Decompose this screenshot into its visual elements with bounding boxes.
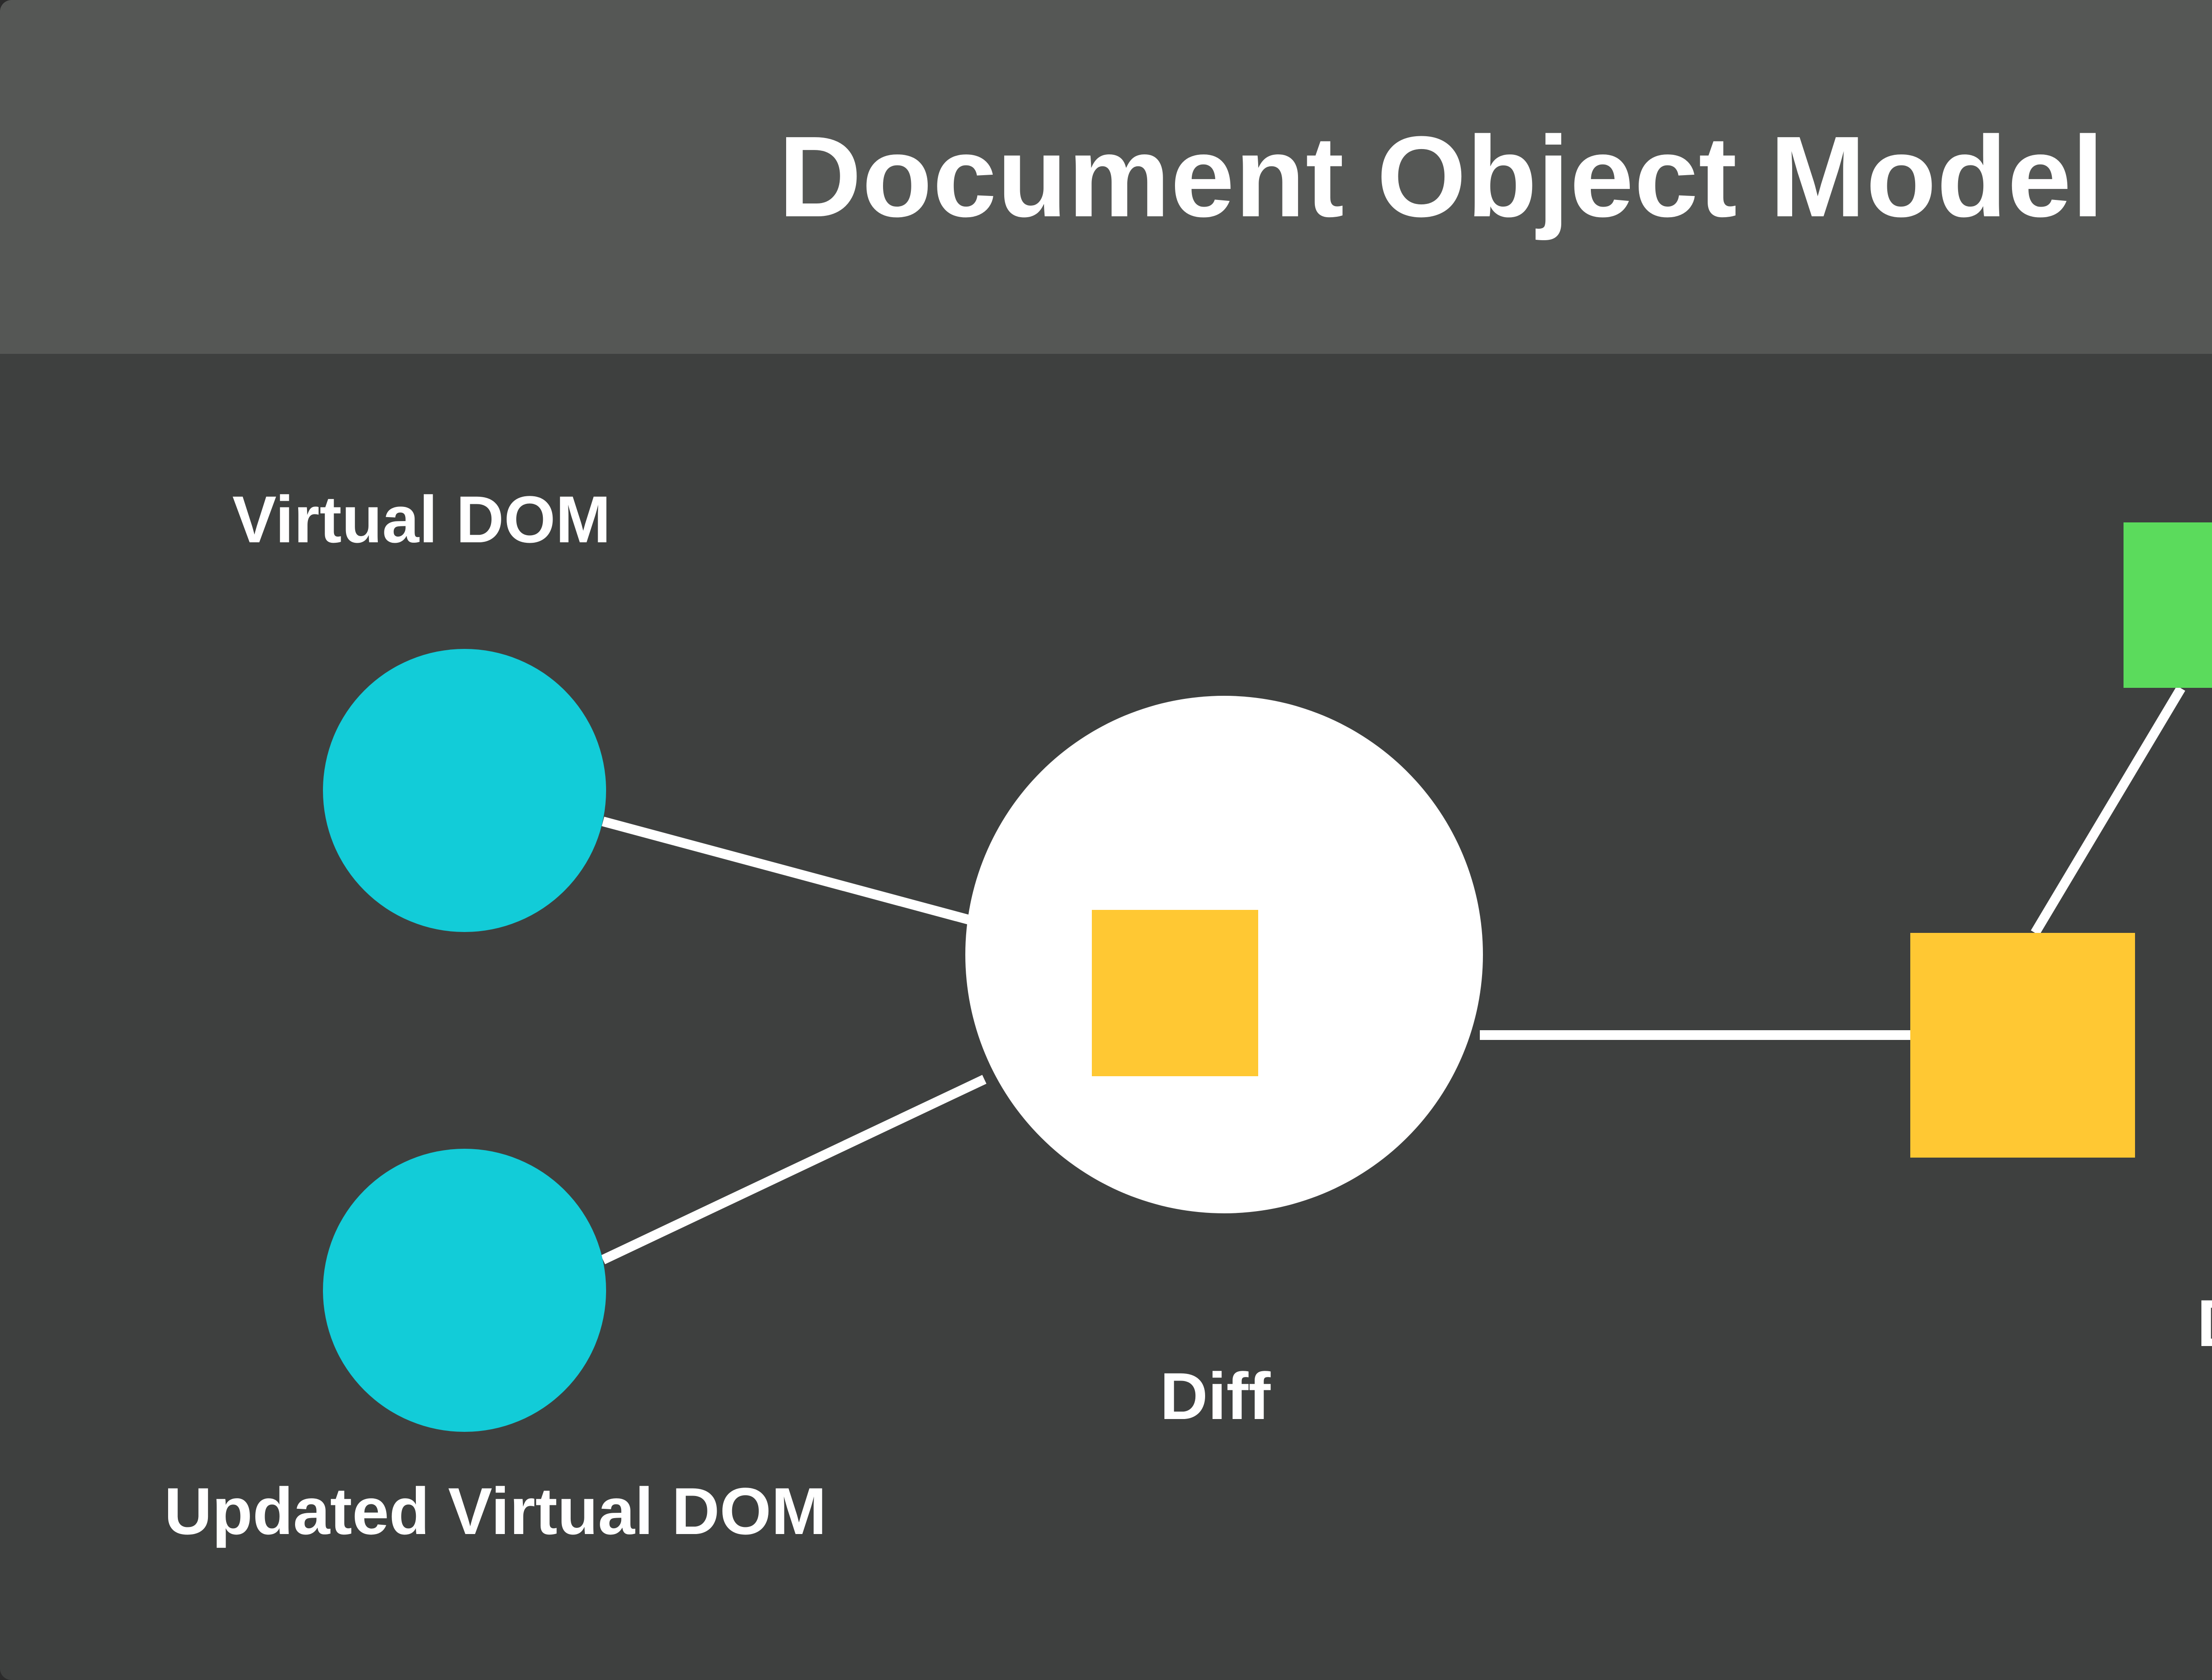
slide-header: Document Object Model bbox=[0, 0, 2212, 354]
virtual-dom-node[interactable] bbox=[323, 649, 606, 932]
diff-inner-square[interactable] bbox=[1092, 910, 1258, 1076]
dom-root-node[interactable] bbox=[2124, 522, 2212, 688]
dom-label: DOM bbox=[2197, 1285, 2212, 1362]
updated-virtual-dom-node[interactable] bbox=[323, 1149, 606, 1432]
updated-virtual-dom-label: Updated Virtual DOM bbox=[164, 1474, 827, 1548]
dom-left-child-node[interactable] bbox=[1910, 933, 2135, 1158]
page-title: Document Object Model bbox=[778, 112, 2104, 241]
diff-label: Diff bbox=[1160, 1359, 1271, 1433]
virtual-dom-label: Virtual DOM bbox=[232, 482, 611, 556]
